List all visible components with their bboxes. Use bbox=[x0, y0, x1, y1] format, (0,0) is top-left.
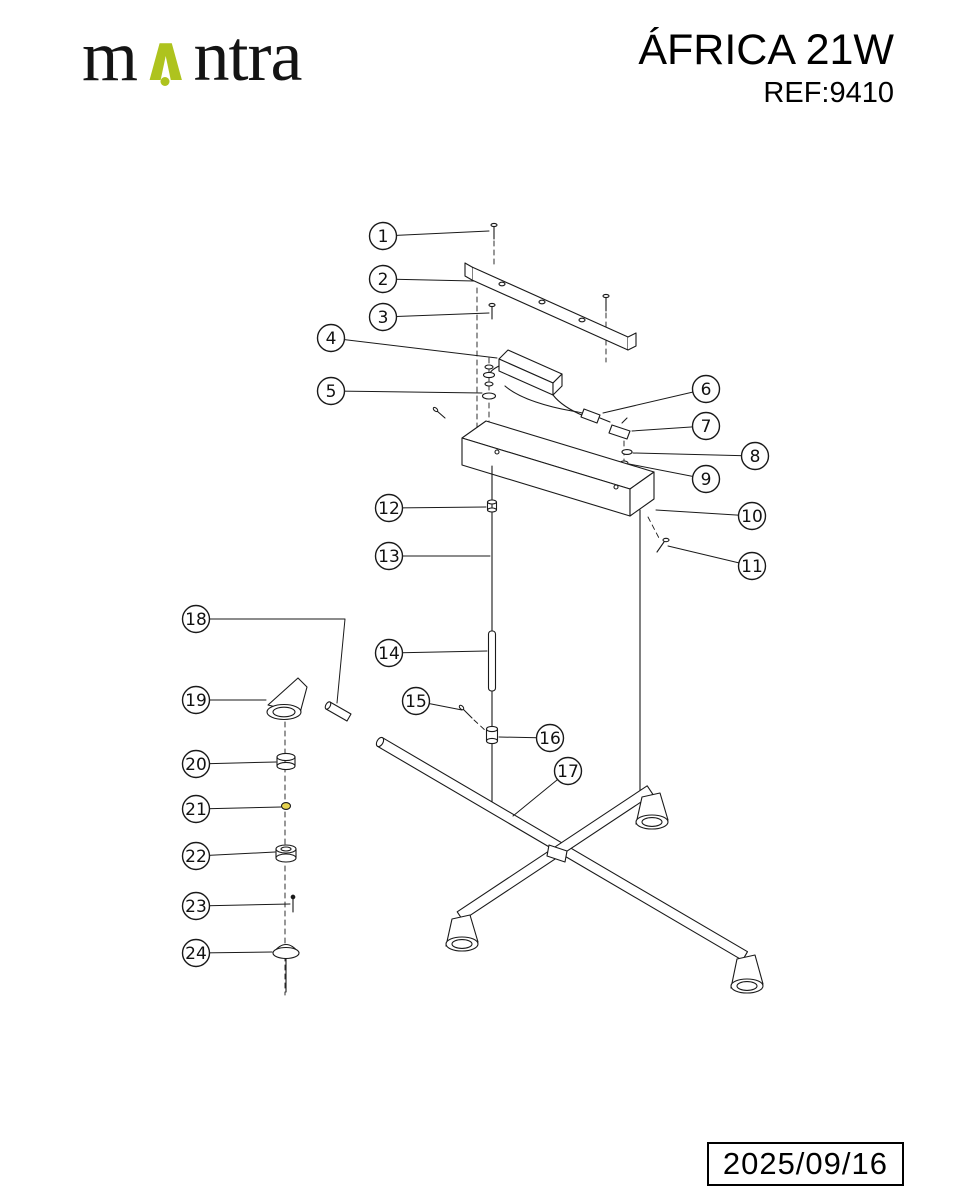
svg-text:2: 2 bbox=[378, 270, 389, 290]
part-21 bbox=[280, 802, 292, 810]
canopy bbox=[461, 420, 655, 517]
callout-6: 6 bbox=[602, 374, 721, 414]
callout-2: 2 bbox=[368, 264, 475, 294]
logo-text-ntra: ntra bbox=[193, 16, 302, 96]
svg-text:5: 5 bbox=[326, 382, 337, 402]
svg-text:15: 15 bbox=[405, 692, 427, 712]
svg-text:13: 13 bbox=[378, 547, 400, 567]
washer-stack bbox=[481, 364, 497, 400]
svg-text:7: 7 bbox=[701, 417, 712, 437]
svg-text:17: 17 bbox=[557, 762, 579, 782]
screw-top bbox=[490, 222, 498, 240]
svg-text:4: 4 bbox=[326, 329, 337, 349]
cap-24 bbox=[272, 943, 300, 993]
cross-arms bbox=[375, 736, 749, 961]
cable-holder-16 bbox=[485, 725, 499, 745]
svg-text:11: 11 bbox=[741, 557, 763, 577]
wire-connector bbox=[580, 408, 611, 424]
callout-20: 20 bbox=[181, 749, 277, 779]
mantra-logo: m∧ntra bbox=[82, 16, 302, 96]
callout-22: 22 bbox=[181, 841, 276, 871]
bracket-screw-left bbox=[488, 302, 496, 320]
svg-text:10: 10 bbox=[741, 507, 763, 527]
construction-lines bbox=[284, 240, 661, 996]
led-driver bbox=[498, 349, 563, 396]
callout-13: 13 bbox=[374, 541, 491, 571]
svg-text:20: 20 bbox=[185, 755, 207, 775]
ring-22 bbox=[275, 844, 297, 863]
svg-text:8: 8 bbox=[750, 447, 761, 467]
cable-clamp bbox=[608, 417, 631, 440]
svg-text:23: 23 bbox=[185, 897, 207, 917]
svg-text:21: 21 bbox=[185, 800, 207, 820]
svg-text:22: 22 bbox=[185, 847, 207, 867]
date-box: 2025/09/16 bbox=[706, 1142, 904, 1186]
logo-dot-icon bbox=[160, 77, 170, 86]
callout-23: 23 bbox=[181, 891, 291, 921]
svg-text:6: 6 bbox=[701, 380, 712, 400]
small-screw-left bbox=[432, 406, 446, 419]
svg-text:1: 1 bbox=[378, 227, 389, 247]
callout-24: 24 bbox=[181, 938, 273, 968]
svg-text:19: 19 bbox=[185, 691, 207, 711]
callout-4: 4 bbox=[316, 323, 498, 359]
product-title: ÁFRICA 21W bbox=[638, 26, 894, 74]
callout-17: 17 bbox=[512, 756, 583, 817]
callout-3: 3 bbox=[368, 302, 490, 332]
canopy-screw bbox=[656, 537, 670, 553]
spotlight-upper-right bbox=[635, 792, 669, 830]
logo-text-m: m bbox=[82, 16, 138, 96]
ring-20 bbox=[276, 752, 296, 771]
spotlight-lower-left bbox=[445, 914, 479, 952]
suspension-left bbox=[485, 465, 499, 811]
callout-19: 19 bbox=[181, 685, 267, 715]
callout-5: 5 bbox=[316, 376, 483, 406]
pin-23 bbox=[290, 894, 296, 913]
svg-text:9: 9 bbox=[701, 470, 712, 490]
callout-1: 1 bbox=[368, 221, 490, 251]
product-ref: REF:9410 bbox=[763, 77, 894, 110]
title-block: ÁFRICA 21W REF:9410 bbox=[638, 26, 894, 110]
callout-8: 8 bbox=[632, 441, 770, 471]
svg-text:3: 3 bbox=[378, 308, 389, 328]
mounting-bracket bbox=[464, 262, 637, 351]
rod-14 bbox=[487, 630, 497, 692]
callout-7: 7 bbox=[631, 411, 721, 441]
callout-11: 11 bbox=[667, 545, 767, 581]
bracket-screw-right bbox=[602, 293, 610, 312]
callout-15: 15 bbox=[401, 686, 463, 716]
callout-18: 18 bbox=[181, 604, 346, 704]
svg-text:14: 14 bbox=[378, 644, 400, 664]
svg-text:24: 24 bbox=[185, 944, 207, 964]
date-text: 2025/09/16 bbox=[722, 1146, 888, 1181]
callout-21: 21 bbox=[181, 794, 282, 824]
svg-text:16: 16 bbox=[539, 729, 561, 749]
logo-caret-wrap: ∧ bbox=[137, 20, 193, 92]
callout-16: 16 bbox=[498, 723, 565, 753]
svg-text:12: 12 bbox=[378, 499, 400, 519]
screw-15 bbox=[458, 704, 473, 719]
callout-10: 10 bbox=[655, 501, 767, 531]
arm-connector-18 bbox=[324, 701, 352, 722]
cable-gripper bbox=[486, 499, 498, 513]
callout-12: 12 bbox=[374, 493, 487, 523]
spotlight-lower-right bbox=[730, 954, 764, 994]
exploded-spotlight-19 bbox=[266, 677, 308, 721]
svg-text:18: 18 bbox=[185, 610, 207, 630]
callout-9: 9 bbox=[628, 463, 721, 494]
callout-14: 14 bbox=[374, 638, 488, 668]
